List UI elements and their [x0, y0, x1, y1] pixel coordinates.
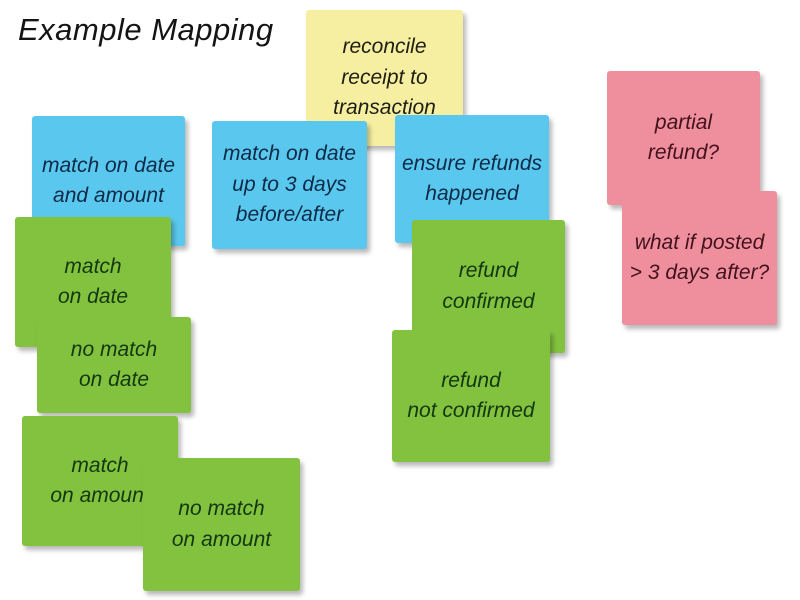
- sticky-note-refund-not-confirmed: refund not confirmed: [392, 330, 550, 462]
- note-text: what if posted > 3 days after?: [629, 230, 770, 284]
- sticky-note-posted-3-days-question: what if posted > 3 days after?: [622, 191, 777, 325]
- slide-title: Example Mapping: [18, 12, 274, 47]
- sticky-note-no-match-on-amount: no match on amount: [143, 458, 300, 591]
- note-text: ensure refunds happened: [401, 151, 543, 205]
- note-text: match on date and amount: [41, 153, 176, 207]
- note-text: no match on amount: [171, 497, 272, 551]
- note-text: refund confirmed: [442, 259, 535, 313]
- note-text: match on amount: [50, 453, 150, 507]
- note-text: match on date: [57, 254, 129, 308]
- sticky-note-match-up-to-3-days: match on date up to 3 days before/after: [212, 121, 367, 249]
- note-text: no match on date: [70, 337, 158, 391]
- sticky-note-partial-refund-question: partial refund?: [607, 71, 760, 205]
- note-text: partial refund?: [647, 110, 720, 164]
- sticky-note-no-match-on-date: no match on date: [37, 317, 191, 413]
- note-text: match on date up to 3 days before/after: [222, 142, 357, 227]
- note-text: reconcile receipt to transaction: [333, 35, 436, 120]
- note-text: refund not confirmed: [407, 368, 535, 422]
